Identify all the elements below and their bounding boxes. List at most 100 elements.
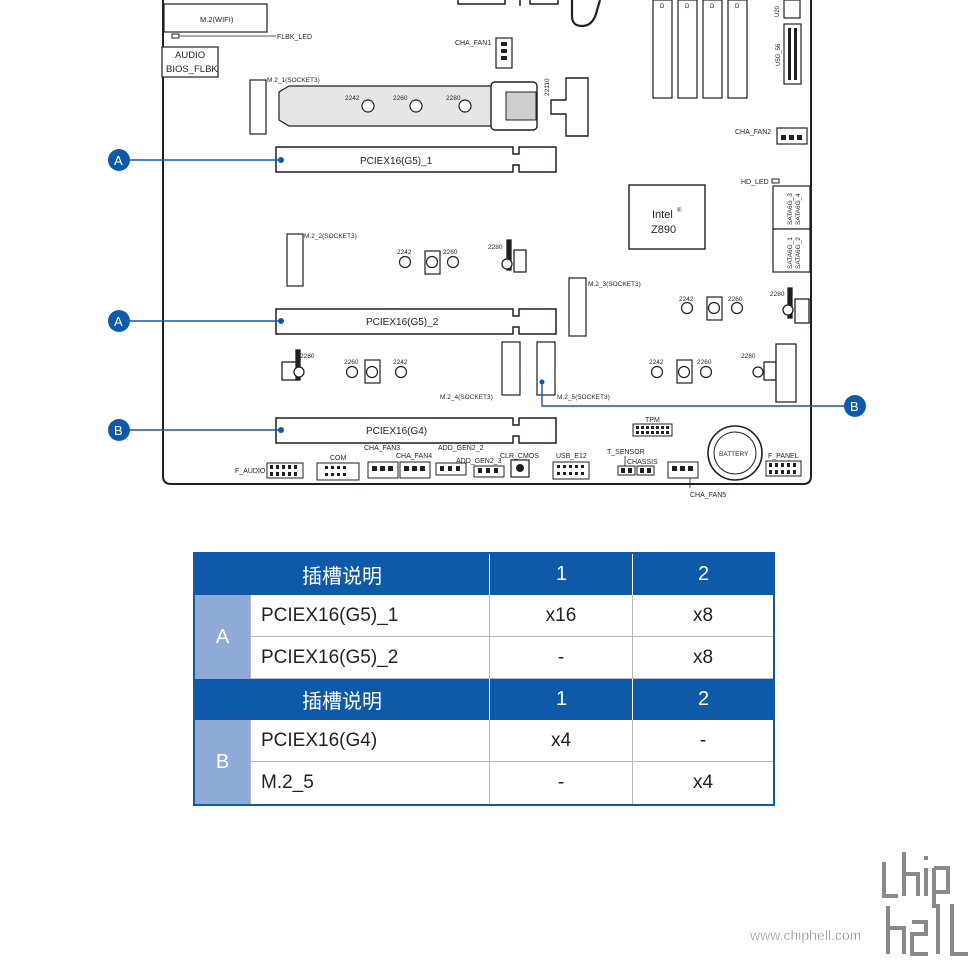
m2-1-2280: 2280 [446,95,461,102]
m2-3-2242: 2242 [679,296,694,303]
logo-text-bottom: hell [748,848,750,849]
m2-wifi-label: M.2(WIFI) [200,15,234,24]
callout-a2 [108,310,130,332]
m2-3-label: M.2_3(SOCKET3) [588,281,641,288]
lower-2242: 2242 [393,359,408,366]
callout-a1-label: A [114,153,123,168]
sata-3-4 [772,185,811,230]
watermark-url: www.chiphell.com [749,927,861,943]
m2-1-label: M.2_1(SOCKET3) [267,77,320,84]
chiphell-watermark: www.chiphell.com chip hell [748,848,968,956]
usb-e12-header [552,461,590,480]
lower-2260: 2260 [344,359,359,366]
t-sensor-header [617,465,636,476]
m2-1-22110: 22110 [544,78,551,96]
m2-2-connector [286,233,304,287]
cha-fan1-pins [501,42,507,60]
chiphell-logo [882,852,968,956]
com-pins [325,466,346,476]
chassis-header [636,465,655,476]
pcie-slot-3-label: PCIEX16(G4) [366,426,427,437]
battery-label: BATTERY [719,451,749,458]
flbk-led [171,33,180,39]
m2-5-connector [536,341,556,396]
chipset-brand: Intel [652,209,673,221]
table-header-slot: 插槽说明 [195,554,489,595]
add-gen2-3-label: ADD_GEN2_3 [456,458,502,465]
cha-fan5-pins [672,466,693,471]
chipset [628,184,706,250]
pcie-slot-1 [275,146,557,173]
lower-standoff-2242a [365,365,379,379]
m2-4-label: M.2_4(SOCKET3) [440,394,493,401]
battery-inner [713,431,757,475]
table-row-b1-slot: PCIEX16(G4) [250,720,489,762]
table-row-a2-mode1: - [489,637,632,679]
bios-flbk-label: BIOS_FLBK [166,64,218,75]
lower-2280: 2280 [300,353,315,360]
table-group-a: A [195,595,250,679]
usb-e12-pins [557,465,584,475]
add-gen2-2-label: ADD_GEN2_2 [438,445,484,452]
m2-3-standoff-2242 [680,301,694,315]
table-group-b: B [195,720,250,804]
cha-fan2-pins [781,135,802,140]
callout-a2-label: A [114,314,123,329]
table-row-b2-mode1: - [489,762,632,804]
m2-2-clip [501,239,527,273]
hd-led-label: HD_LED [741,179,769,186]
m2-1-2242: 2242 [345,95,360,102]
callout-b2-label: B [850,399,859,414]
right-2280: 2280 [741,353,756,360]
f-audio-pins [270,465,297,476]
table-row-b1-mode2: - [632,720,773,762]
t-sensor-chassis-pins [621,468,651,473]
m2-2-standoff-2260 [425,255,439,269]
audio-label: AUDIO [175,50,205,61]
cha-fan3-label: CHA_FAN3 [364,445,400,452]
callout-b1-label: B [114,423,123,438]
board-outline [162,0,812,485]
right-2260: 2260 [697,359,712,366]
m2-3-connector [568,277,587,337]
u5g-label: U5G_56 [776,43,782,66]
table-header-mode1: 1 [489,679,633,720]
m2-3-2260: 2260 [728,296,743,303]
right-2242: 2242 [649,359,664,366]
m2-2-standoff-2260b [446,255,460,269]
m2-4-connector [501,341,521,396]
hd-led [771,178,780,184]
clr-cmos-label: CLR_CMOS [500,453,539,460]
m2-2-2280: 2280 [488,244,503,251]
sata-3-label: SATA6G_3 [787,193,794,225]
sata-1-2 [772,228,811,273]
right-clip [752,343,797,403]
m2-3-2280: 2280 [770,291,785,298]
pcie-slot-3-dot [278,427,284,433]
m2-1-standoffs [361,99,472,113]
table-row-b2-slot: M.2_5 [250,762,489,804]
table-row-a1-mode2: x8 [632,595,773,637]
table-row-a1-mode1: x16 [489,595,632,637]
cpu-bracket [457,0,559,6]
cha-fan4-pins [404,466,425,471]
callout-b2 [844,395,866,417]
dimm-label: D [660,4,665,10]
logo-text-top: chip [748,848,750,849]
tpm-header [632,423,673,437]
com-label: COM [330,455,347,462]
right-standoff-2242 [650,365,664,379]
lower-standoff-2242 [394,365,408,379]
lower-standoff-2260 [345,365,359,379]
pcie-slot-2-label: PCIEX16(G5)_2 [366,317,439,328]
chassis-label: CHASSIS [627,459,658,466]
cha-fan1-label: CHA_FAN1 [455,40,491,47]
m2-3-clip [782,287,810,324]
m2-2-2242: 2242 [397,249,412,256]
table-header-mode1: 1 [489,554,633,595]
lower-clip [281,349,305,381]
table-header-mode2: 2 [632,554,774,595]
m2-1-clip [550,77,589,137]
callout-b2-line [541,382,846,407]
table-header-slot: 插槽说明 [195,679,489,720]
